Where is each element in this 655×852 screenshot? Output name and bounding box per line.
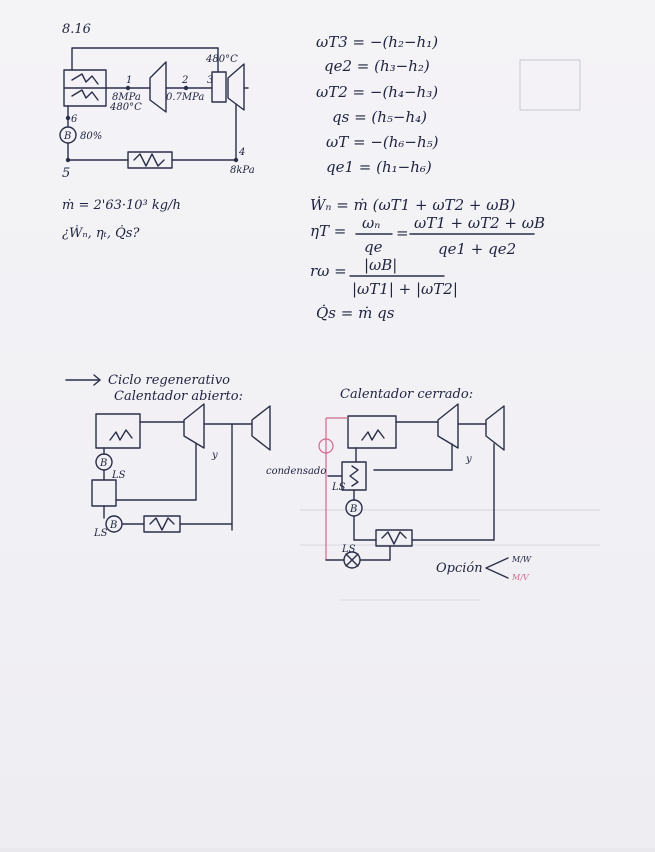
eq-rw-den: |ωT1| + |ωT2| xyxy=(352,280,458,298)
boiler-coil xyxy=(362,430,384,440)
pump-symbol: B xyxy=(349,504,357,515)
state-6-label: 6 xyxy=(71,114,78,125)
ls-label: LS xyxy=(93,528,108,539)
option-note: Opción M/W M/V xyxy=(436,555,532,582)
open-heater-title: Calentador abierto: xyxy=(114,389,243,404)
boiler-coil xyxy=(72,74,98,84)
option-mark-bottom: M/V xyxy=(511,573,530,582)
hp-turbine-icon xyxy=(150,62,166,112)
y-label: y xyxy=(465,454,472,465)
state-4-label: 4 xyxy=(238,147,245,158)
lp-turbine-icon xyxy=(486,406,504,450)
temp-reheat-label: 480°C xyxy=(205,54,238,65)
state-2-label: 2 xyxy=(181,75,188,86)
pump-symbol: B xyxy=(63,131,71,142)
eq-eta-frac1-den: qe xyxy=(364,238,383,256)
closed-heater-title: Calentador cerrado: xyxy=(340,387,473,402)
hp-turbine-icon xyxy=(438,404,458,448)
eq-wt3: ωT3 = −(h₂−h₁) xyxy=(316,33,438,51)
pressure-high-label: 8MPa xyxy=(112,92,141,103)
pump-symbol: B xyxy=(99,458,107,469)
equals-sign: = xyxy=(396,224,409,242)
reheater-box xyxy=(212,72,226,102)
state-5-label: 5 xyxy=(62,166,70,181)
closed-heater-diagram: y condensado LS B LS xyxy=(266,404,504,568)
question-text: ¿Ẇₙ, ηₜ, Q̇s? xyxy=(62,224,140,241)
regenerative-title: Ciclo regenerativo xyxy=(108,373,230,388)
eq-eta-frac2-num: ωT1 + ωT2 + ωB xyxy=(414,214,545,232)
pressure-low-label: 8kPa xyxy=(230,165,255,176)
eq-eta-frac1-num: ωₙ xyxy=(362,214,380,232)
eq-qe1: qe1 = (h₁−h₆) xyxy=(326,158,432,176)
state-3-label: 3 xyxy=(207,75,213,86)
eq-eta-lhs: ηT = xyxy=(310,222,346,240)
pump-efficiency-label: 80% xyxy=(80,131,102,142)
boiler-coil xyxy=(110,430,132,440)
temp-inlet-label: 480°C xyxy=(109,102,142,113)
equations-block: ωT3 = −(h₂−h₁) qe2 = (h₃−h₂) ωT2 = −(h₄−… xyxy=(310,33,545,322)
boiler-coil xyxy=(72,90,98,100)
eq-eta-frac2-den: qe1 + qe2 xyxy=(438,240,516,258)
option-mark-top: M/W xyxy=(511,555,532,564)
eq-qe2: qe2 = (h₃−h₂) xyxy=(324,57,430,75)
eq-net-work: Ẇₙ = ṁ (ωT1 + ωT2 + ωB) xyxy=(310,196,515,214)
reheat-cycle-diagram: B 1 2 3 4 5 6 480°C 480°C 8MPa 0.7MPa 8k… xyxy=(60,48,255,181)
eq-wt2: ωT2 = −(h₄−h₃) xyxy=(316,83,438,101)
condenser-coil xyxy=(150,518,174,530)
bleed-box xyxy=(520,60,580,110)
angle-bracket-icon xyxy=(486,558,508,578)
closed-heater-box xyxy=(342,462,366,490)
pressure-mid-label: 0.7MPa xyxy=(166,92,204,103)
state-1-label: 1 xyxy=(126,75,132,86)
eq-qs: qs = (h₅−h₄) xyxy=(332,108,427,126)
regenerative-section: Ciclo regenerativo Calentador abierto: C… xyxy=(66,373,473,404)
eq-rw-num: |ωB| xyxy=(364,256,397,274)
eq-rw-lhs: rω = xyxy=(310,262,347,280)
condensate-label: condensado xyxy=(266,466,326,477)
eq-wt: ωT = −(h₆−h₅) xyxy=(326,133,439,151)
reheat-line xyxy=(72,48,218,72)
hp-turbine-icon xyxy=(184,404,204,448)
state-point xyxy=(234,158,238,162)
state-point xyxy=(184,86,188,90)
ls-label: LS xyxy=(331,482,346,493)
state-point xyxy=(66,116,70,120)
problem-number: 8.16 xyxy=(62,22,91,37)
state-point xyxy=(126,86,130,90)
boiler-box xyxy=(348,416,396,448)
mass-flow-given: ṁ = 2'63·10³ kg/h xyxy=(62,198,181,213)
eq-heat-rejected: Q̇s = ṁ qs xyxy=(316,304,395,322)
open-heater-box xyxy=(92,480,116,506)
boiler-box xyxy=(96,414,140,448)
condenser-coil xyxy=(382,532,406,544)
open-heater-diagram: y B LS LS B xyxy=(92,404,270,539)
y-label: y xyxy=(211,450,218,461)
lp-turbine-icon xyxy=(228,64,244,110)
heater-coil xyxy=(350,466,358,486)
condenser-coil xyxy=(134,154,164,166)
pump-symbol: B xyxy=(109,520,117,531)
lp-turbine-icon xyxy=(252,406,270,450)
option-label: Opción xyxy=(436,561,483,576)
